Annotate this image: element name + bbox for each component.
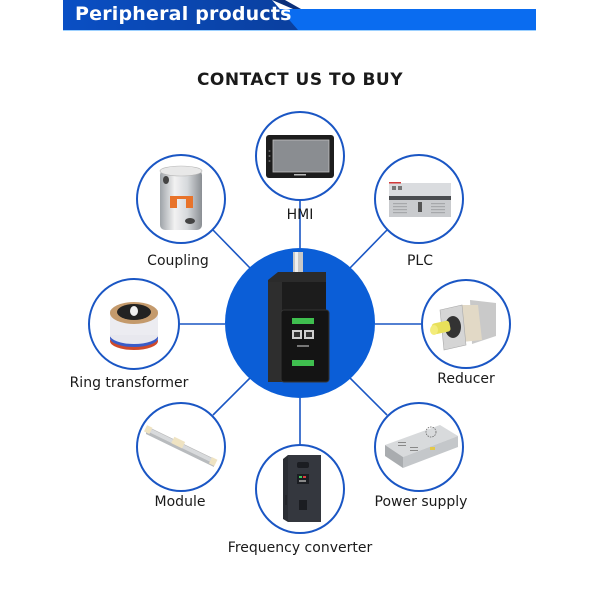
gear-reducer-icon	[430, 300, 496, 351]
toroidal-transformer-icon	[110, 302, 158, 350]
banner-background	[63, 0, 536, 30]
product-label-plc: PLC	[406, 253, 434, 269]
product-ring-transformer[interactable]	[88, 278, 180, 370]
product-reducer[interactable]	[421, 279, 511, 369]
product-coupling[interactable]	[136, 154, 226, 244]
product-power-supply[interactable]	[374, 402, 464, 492]
product-label-power-supply: Power supply	[374, 494, 468, 510]
linear-module-icon	[143, 425, 218, 467]
product-label-hmi: HMI	[286, 207, 314, 223]
product-label-frequency-converter: Frequency converter	[227, 540, 373, 556]
plc-controller-icon	[389, 182, 451, 217]
product-label-coupling: Coupling	[147, 253, 209, 269]
section-banner: Peripheral products	[63, 0, 536, 31]
product-module[interactable]	[136, 402, 226, 492]
power-supply-icon	[385, 425, 458, 468]
connector-lines	[180, 200, 421, 445]
shaft-coupling-icon	[159, 165, 203, 230]
frequency-converter-icon	[283, 455, 321, 522]
product-label-module: Module	[154, 494, 206, 510]
product-frequency-converter[interactable]	[255, 444, 345, 534]
product-label-reducer: Reducer	[437, 371, 495, 387]
product-label-ring-transformer: Ring transformer	[69, 375, 189, 391]
product-plc[interactable]	[374, 154, 464, 244]
banner-underline	[63, 30, 536, 31]
product-hmi[interactable]	[255, 111, 345, 201]
hub-servo-motor[interactable]	[225, 248, 375, 398]
banner-title: Peripheral products	[75, 3, 292, 25]
contact-headline: CONTACT US TO BUY	[196, 70, 404, 90]
hmi-screen-icon	[266, 135, 334, 178]
